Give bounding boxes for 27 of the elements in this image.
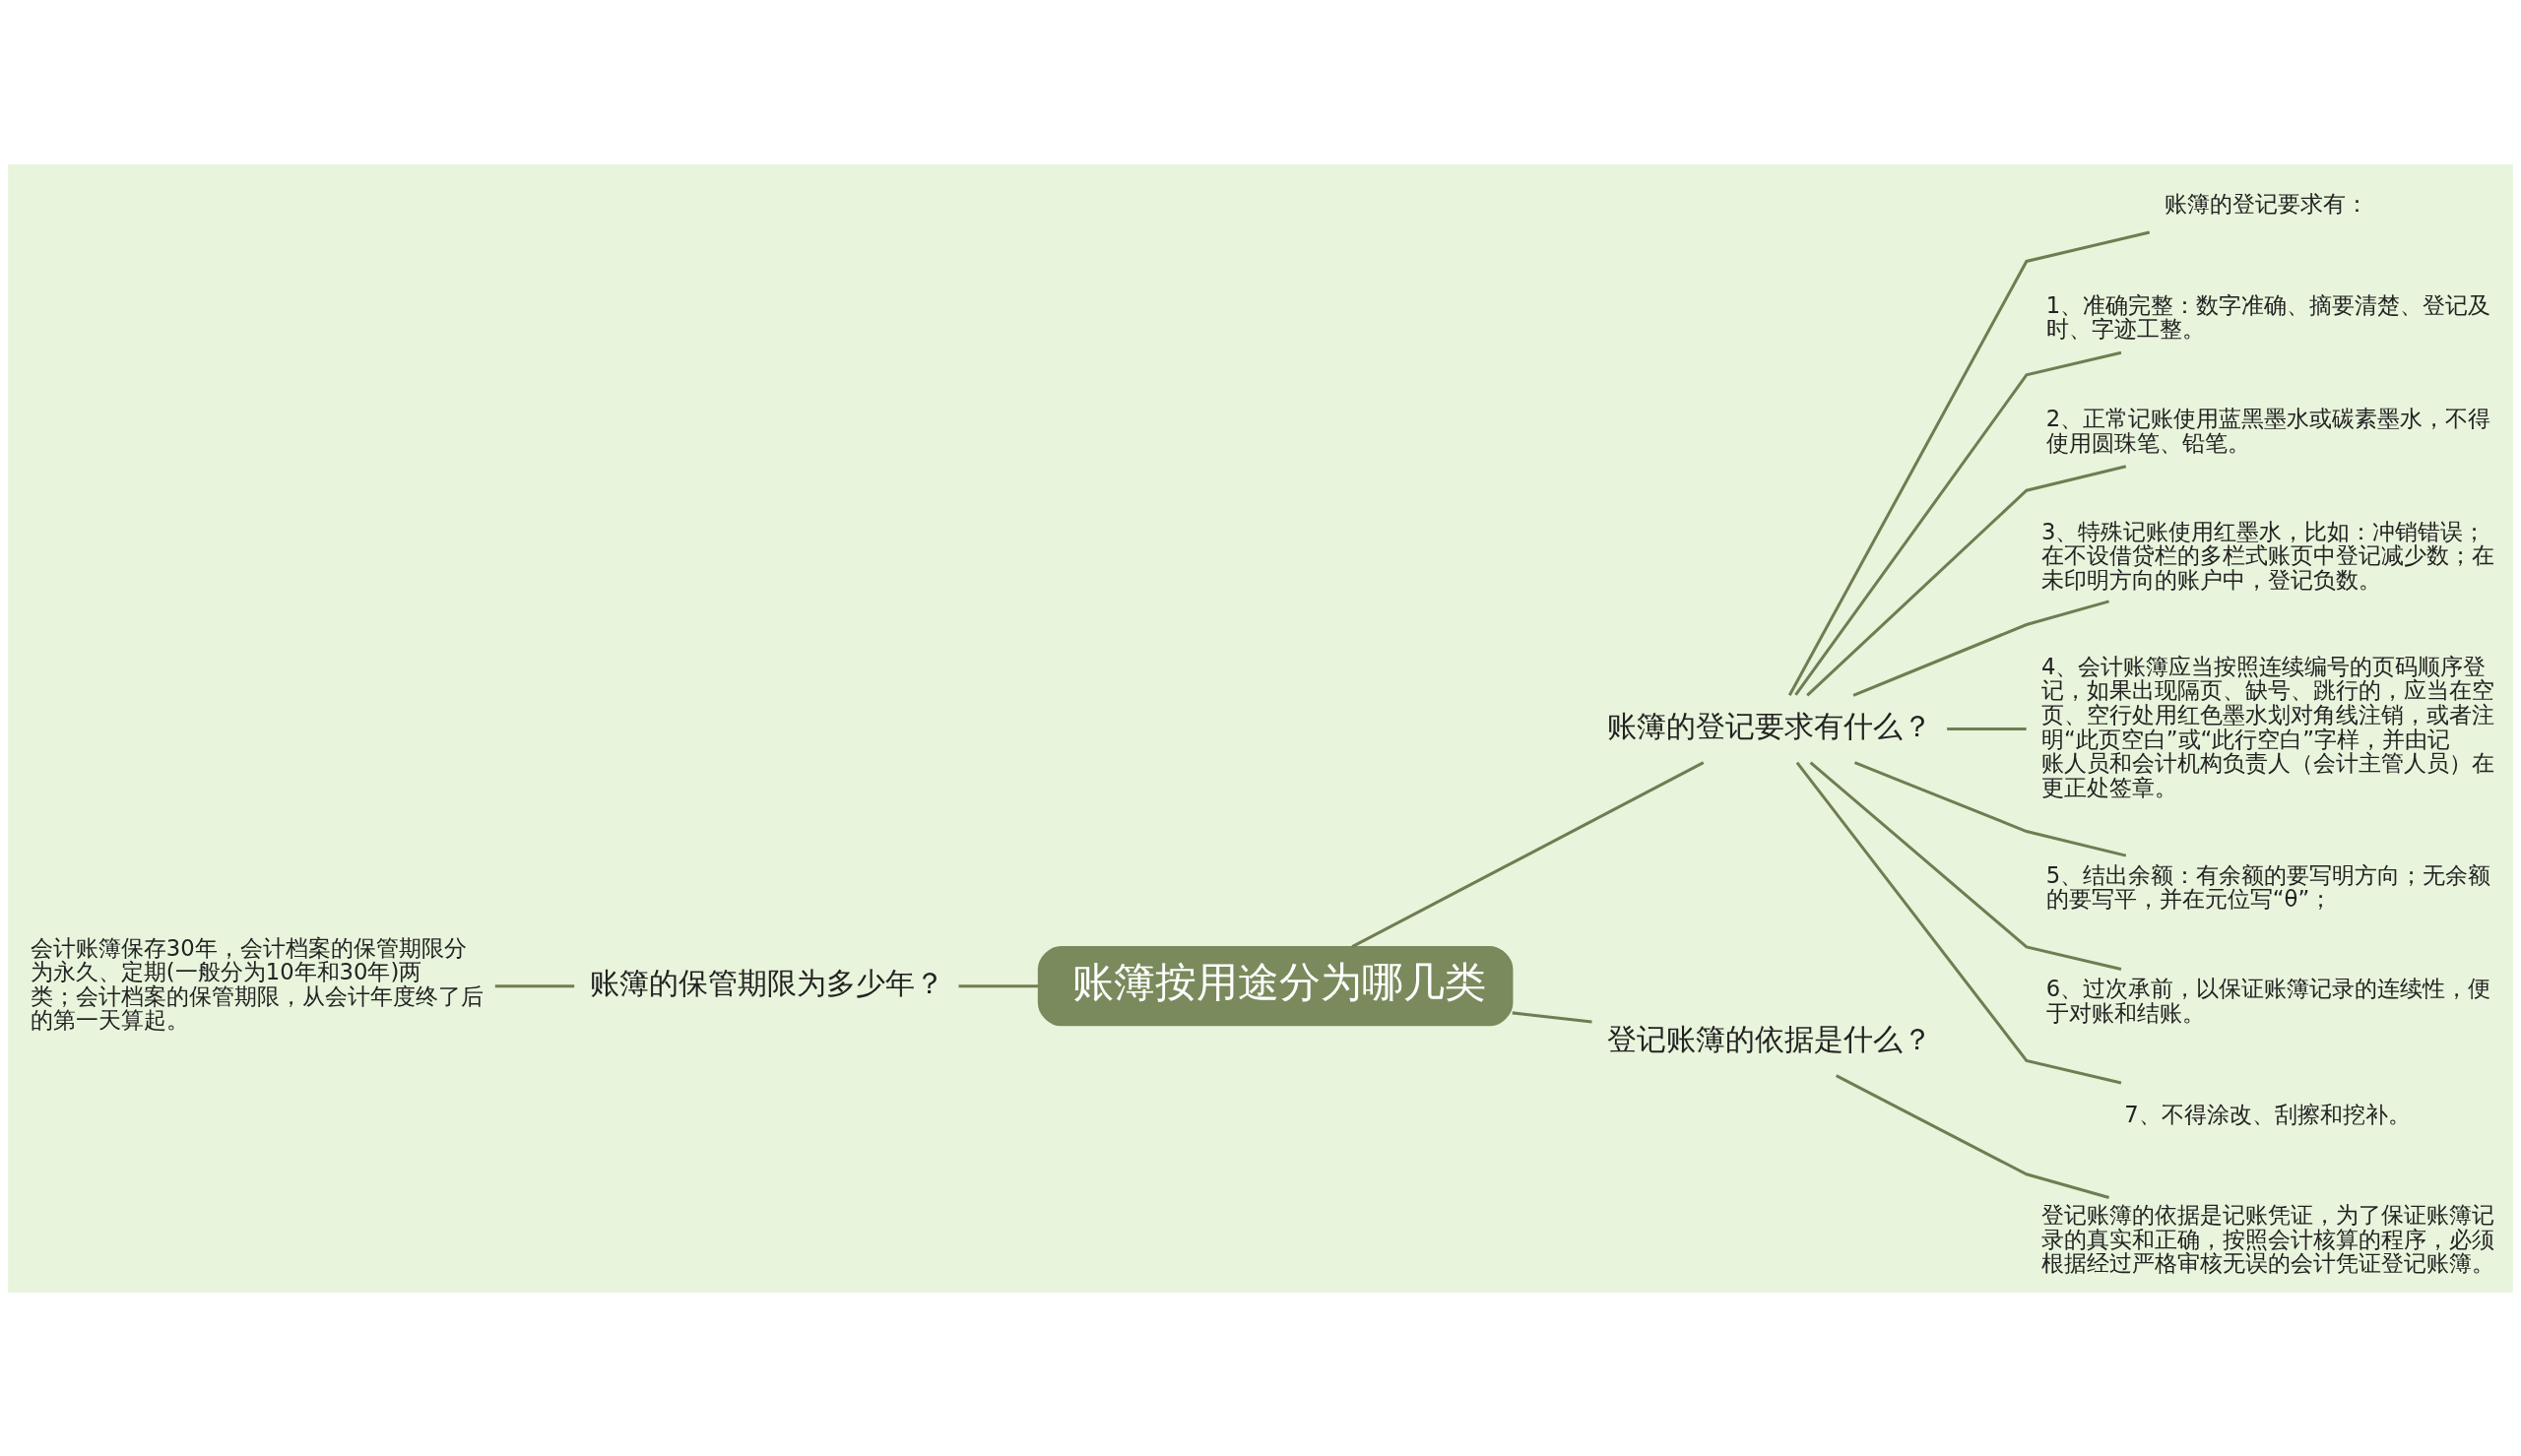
- connector: [1794, 350, 2122, 696]
- connector: [1795, 761, 2122, 1084]
- node-text: 2、正常记账使用蓝黑墨水或碳素墨水，不得使用圆珠笔、铅笔。: [2045, 405, 2491, 456]
- connector: [1853, 760, 2127, 857]
- connector: [1787, 230, 2151, 696]
- node-text: 登记账簿的依据是什么？: [1607, 1021, 1933, 1056]
- connector: [1809, 760, 2122, 971]
- node-text: 3、特殊记账使用红墨水，比如：冲销错误；在不设借贷栏的多栏式账页中登记减少数；在未印明方向的账户中，登记负数。: [2041, 518, 2495, 593]
- node-text: 1、准确完整：数字准确、摘要清楚、登记及时、字迹工整。: [2045, 291, 2491, 342]
- node-text: 5、结出余额：有余额的要写明方向；无余额的要写平，并在元位写“θ”；: [2045, 861, 2491, 912]
- connector: [1852, 599, 2109, 697]
- node-text: 4、会计账簿应当按照连续编号的页码顺序登记，如果出现隔页、缺号、跳行的，应当在空页、空行处用红色墨水划对角线注销，或者注明“此页空白”或“此行空白”字样，并由记账人员和会计机构负责人（会计主管人员）在更正处签章。: [2041, 653, 2495, 800]
- connector: [1947, 727, 2027, 730]
- node-text: 登记账簿的依据是记账凭证，为了保证账簿记录的真实和正确，按照会计核算的程序，必须根据经过严格审核无误的会计凭证登记账簿。: [2041, 1201, 2495, 1276]
- node-text: 账簿的登记要求有什么？: [1607, 708, 1933, 743]
- connector: [1351, 760, 1705, 948]
- node-text: 6、过次承前，以保证账簿记录的连续性，便于对账和结账。: [2045, 975, 2491, 1026]
- node-box: 账簿按用途分为哪几类: [1037, 945, 1514, 1026]
- connector: [1836, 1073, 2110, 1199]
- connector: [958, 983, 1039, 987]
- connector: [1806, 464, 2127, 696]
- node-text: 账簿的登记要求有：: [2164, 190, 2368, 217]
- connector: [494, 983, 575, 987]
- node-text: 会计账簿保存30年，会计档案的保管期限分为永久、定期(一般分为10年和30年)两类；会计档案的保管期限，从会计年度终了后的第一天算起。: [30, 934, 484, 1033]
- node-text: 7、不得涂改、刮擦和挖补。: [2124, 1101, 2411, 1127]
- connector: [1512, 1010, 1592, 1024]
- node-text: 账簿的保管期限为多少年？: [589, 965, 944, 1000]
